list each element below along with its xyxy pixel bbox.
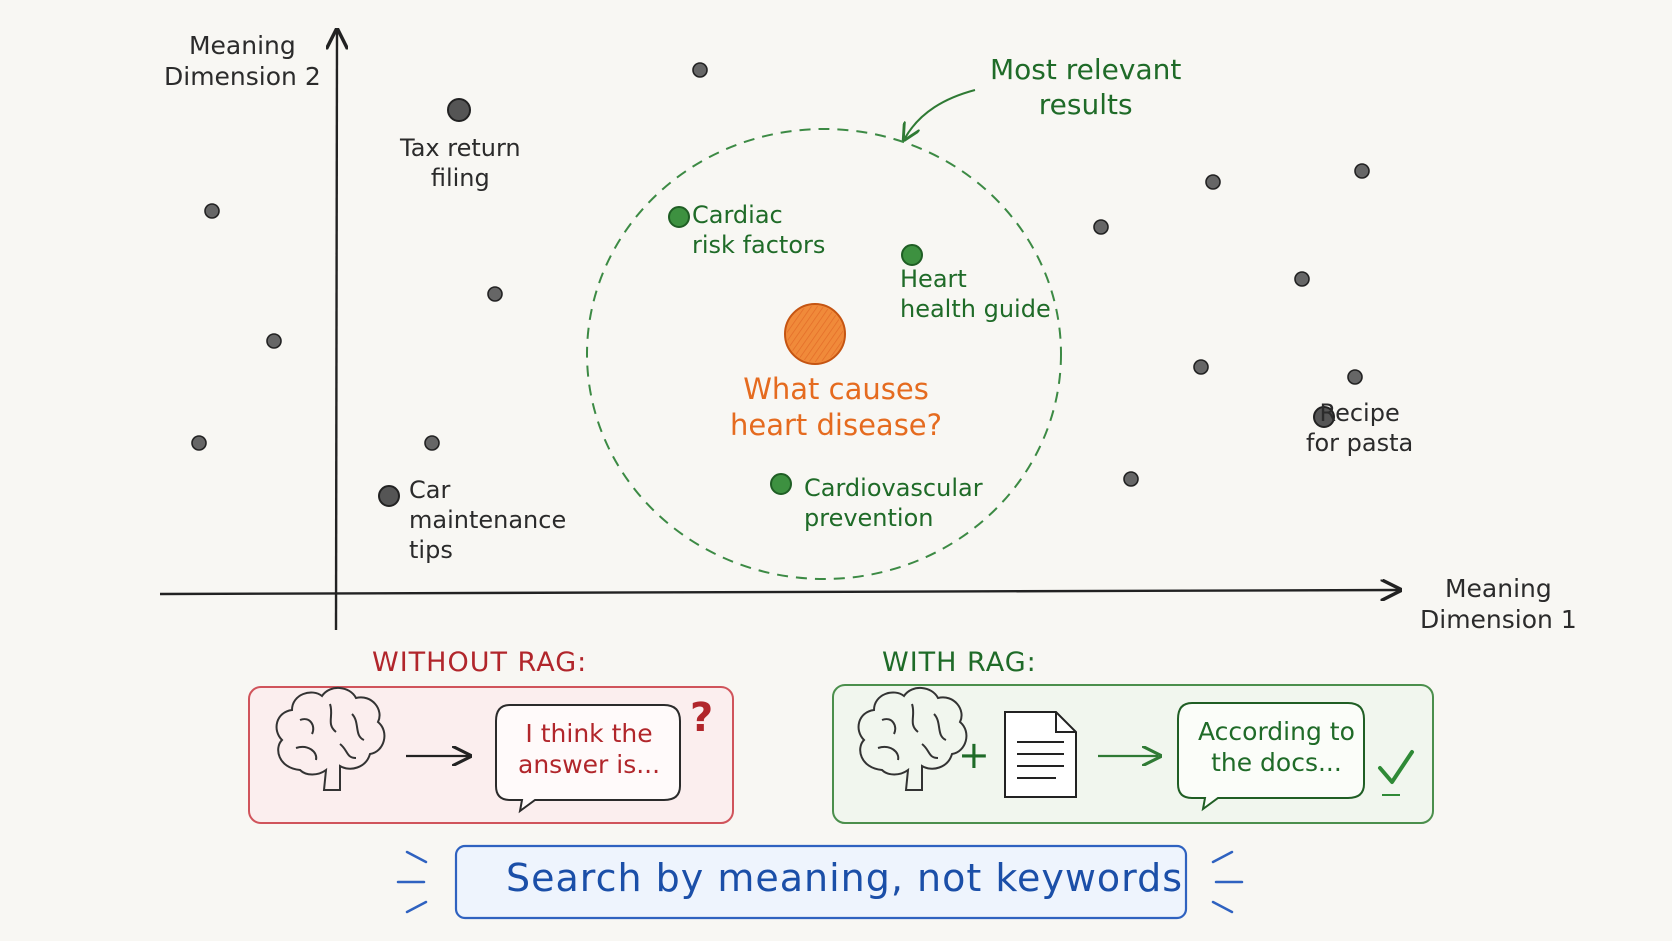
without-rag-speech-bubble xyxy=(495,704,681,814)
query-text: What causes heart disease? xyxy=(730,372,943,443)
banner-box xyxy=(454,844,1188,920)
doc-point xyxy=(487,286,503,302)
plus-icon: + xyxy=(958,733,990,777)
with-rag-bubble-text: According to the docs... xyxy=(1198,717,1355,778)
relevant-doc-label: Heart health guide xyxy=(900,265,1051,323)
doc-point xyxy=(1123,471,1139,487)
with-rag-title: WITH RAG: xyxy=(882,647,1037,678)
y-axis-label: Meaning Dimension 2 xyxy=(164,31,321,92)
doc-point xyxy=(204,203,220,219)
doc-point xyxy=(424,435,440,451)
doc-point xyxy=(1313,406,1335,428)
question-mark-icon: ? xyxy=(690,695,714,741)
x-axis xyxy=(159,590,1400,594)
with-rag-speech-bubble xyxy=(1177,702,1365,812)
banner-emphasis-marks xyxy=(396,850,1244,914)
doc-point xyxy=(1205,174,1221,190)
query-point-hatching xyxy=(787,306,843,362)
doc-label: Tax return filing xyxy=(400,134,521,192)
banner-text: Search by meaning, not keywords xyxy=(506,856,1184,900)
doc-point xyxy=(191,435,207,451)
brain-icon xyxy=(857,687,968,791)
doc-label: Recipe for pasta xyxy=(1306,399,1414,457)
x-axis-label: Meaning Dimension 1 xyxy=(1420,574,1577,635)
document-icon xyxy=(1004,711,1077,798)
relevant-doc-point xyxy=(770,473,792,495)
y-axis xyxy=(336,30,337,631)
relevance-circle xyxy=(586,128,1062,580)
relevance-pointer-arrow xyxy=(905,89,976,138)
relevant-doc-point xyxy=(901,244,923,266)
doc-point xyxy=(692,62,708,78)
relevant-doc-label: Cardiovascular prevention xyxy=(804,474,983,532)
relevance-label: Most relevant results xyxy=(990,53,1182,121)
doc-point xyxy=(1193,359,1209,375)
doc-point xyxy=(266,333,282,349)
relevant-doc-point xyxy=(668,206,690,228)
doc-point xyxy=(1347,369,1363,385)
checkmark-icon xyxy=(1378,750,1414,784)
doc-point xyxy=(378,485,400,507)
brain-icon xyxy=(275,687,386,791)
doc-point xyxy=(1354,163,1370,179)
relevant-doc-label: Cardiac risk factors xyxy=(692,201,826,259)
doc-point xyxy=(447,98,471,122)
without-rag-bubble-text: I think the answer is... xyxy=(518,719,661,780)
without-rag-title: WITHOUT RAG: xyxy=(372,647,588,678)
doc-label: Car maintenance tips xyxy=(409,476,567,564)
doc-point xyxy=(1294,271,1310,287)
doc-point xyxy=(1093,219,1109,235)
